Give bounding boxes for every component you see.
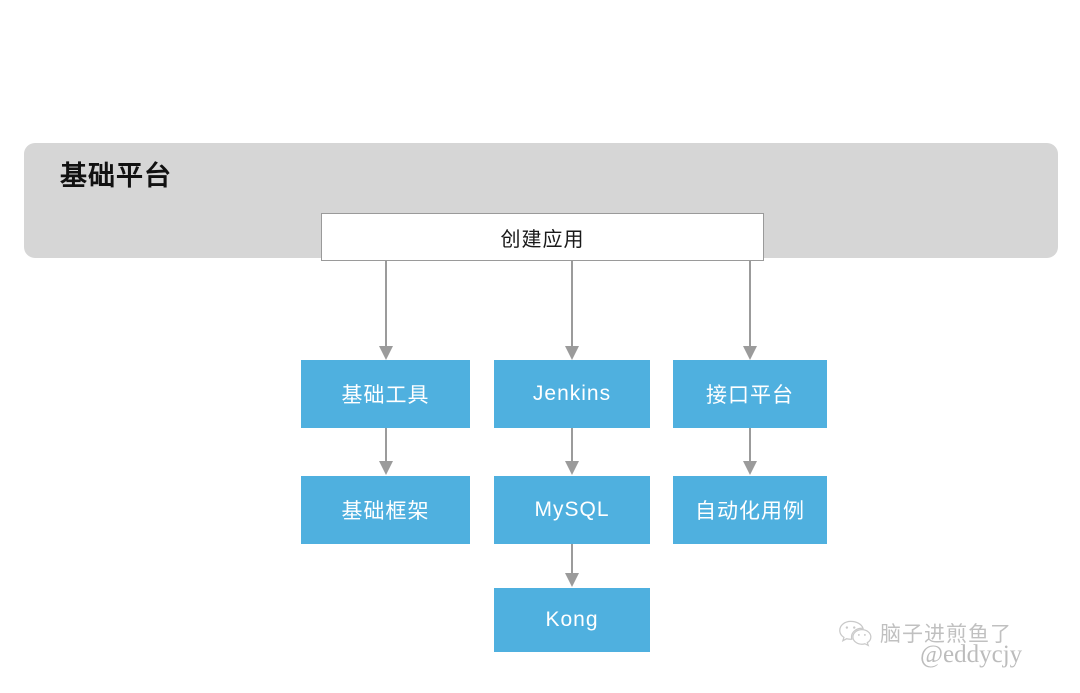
watermark-account-name: 脑子进煎鱼了 bbox=[880, 623, 1012, 646]
node-column-1-item-1[interactable]: 基础工具 bbox=[301, 360, 470, 428]
connector-column-2-item-1-to-item-2 bbox=[565, 428, 579, 475]
connector-root-to-column-2 bbox=[565, 261, 579, 360]
watermark: 脑子进煎鱼了 @eddycjy bbox=[838, 614, 1068, 678]
connector-column-1-item-1-to-item-2 bbox=[379, 428, 393, 475]
connector-root-to-column-1 bbox=[379, 261, 393, 360]
node-column-2-item-2[interactable]: MySQL bbox=[494, 476, 650, 544]
node-column-1-item-2[interactable]: 基础框架 bbox=[301, 476, 470, 544]
wechat-icon bbox=[839, 620, 872, 647]
connector-column-3-item-1-to-item-2 bbox=[743, 428, 757, 475]
node-create-application[interactable]: 创建应用 bbox=[321, 213, 764, 261]
node-column-3-item-2[interactable]: 自动化用例 bbox=[673, 476, 827, 544]
watermark-row: 脑子进煎鱼了 bbox=[838, 618, 1012, 648]
node-column-3-item-1[interactable]: 接口平台 bbox=[673, 360, 827, 428]
watermark-handle: @eddycjy bbox=[920, 641, 1023, 668]
platform-title: 基础平台 bbox=[60, 161, 172, 191]
node-column-2-item-3[interactable]: Kong bbox=[494, 588, 650, 652]
node-column-2-item-1[interactable]: Jenkins bbox=[494, 360, 650, 428]
connector-root-to-column-3 bbox=[743, 261, 757, 360]
connector-column-2-item-2-to-item-3 bbox=[565, 544, 579, 587]
